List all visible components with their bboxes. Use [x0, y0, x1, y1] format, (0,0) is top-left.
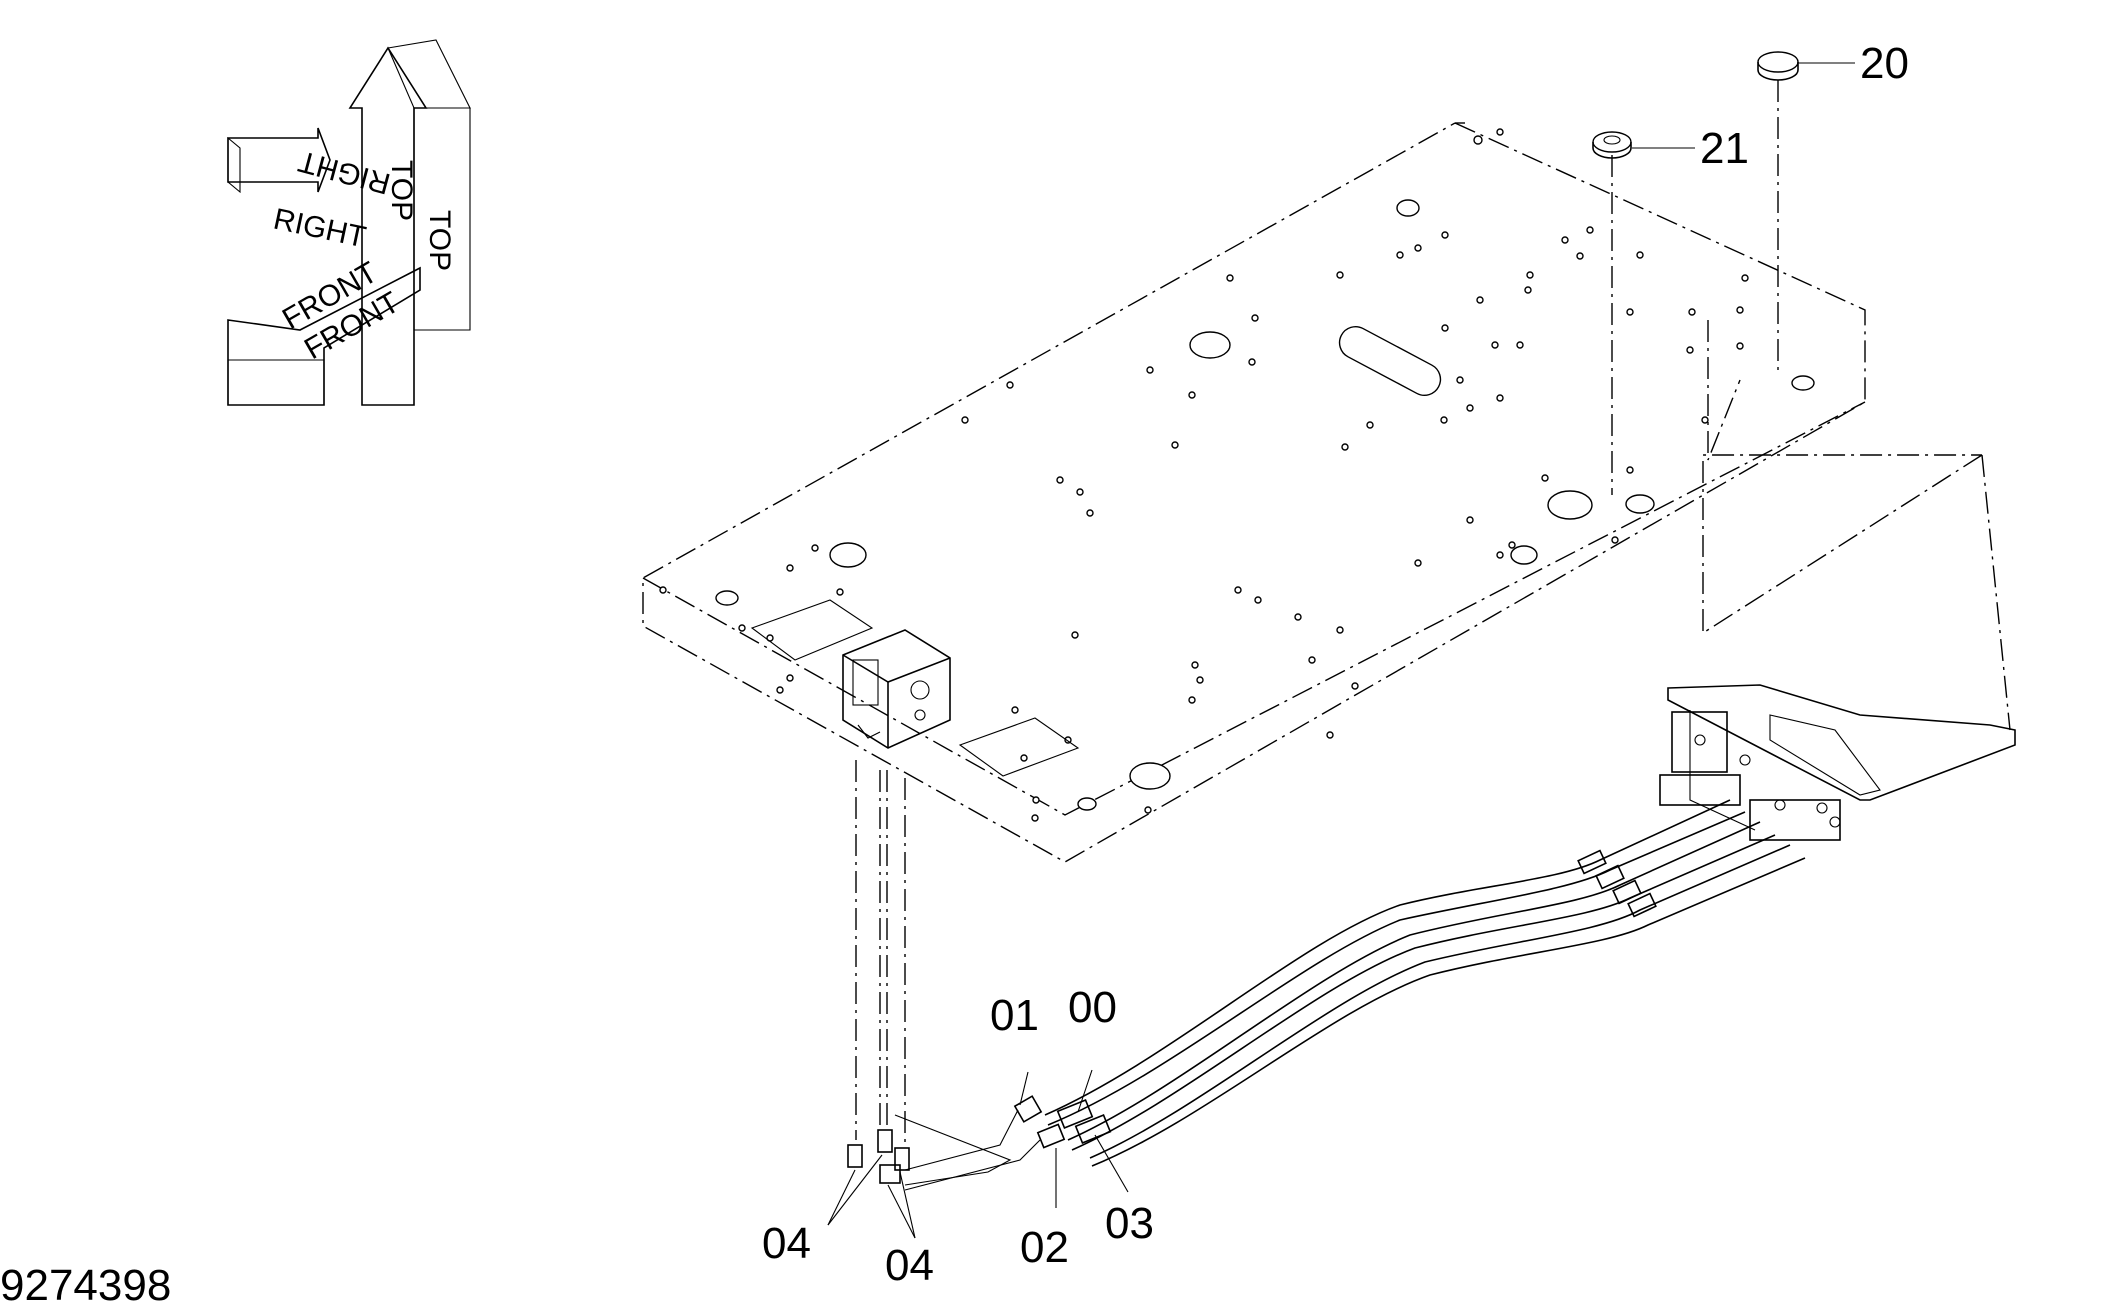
floor-plate: [642, 122, 1866, 863]
orientation-label-top-mirrored: TOP: [423, 210, 456, 271]
plate-cutout: [750, 599, 874, 661]
plate-hole: [1791, 375, 1815, 391]
drawing-reference-number: 9274398: [0, 1261, 171, 1310]
plate-hole: [1510, 545, 1538, 565]
plate-cutout: [958, 717, 1080, 777]
valve-block: [842, 629, 951, 749]
orientation-label-right-mirrored: RIGHT: [295, 144, 394, 200]
orientation-label-top: TOP: [385, 160, 418, 221]
plate-hole: [1189, 331, 1231, 359]
plate-hole: [1396, 199, 1420, 217]
leader-lines: [827, 62, 1855, 1239]
callout-04-right: 04: [885, 1241, 934, 1290]
elbow-fitting: [894, 1147, 910, 1171]
hose-bundle: [847, 799, 1806, 1191]
callout-01: 01: [990, 991, 1039, 1040]
elbow-fitting: [847, 1144, 863, 1168]
plate-hole: [1625, 494, 1655, 514]
plate-small-holes: [659, 128, 1749, 822]
hose-fitting: [1013, 1095, 1043, 1123]
plate-hole: [1547, 490, 1593, 520]
callout-00: 00: [1068, 983, 1117, 1032]
plate-hole: [829, 542, 867, 568]
elbow-fitting: [879, 1164, 901, 1184]
plate-hole: [715, 590, 739, 606]
hose-fitting: [1056, 1098, 1094, 1130]
hose-fitting: [1036, 1123, 1066, 1149]
callout-21: 21: [1700, 124, 1749, 173]
callout-03: 03: [1105, 1199, 1154, 1248]
orientation-indicator: RIGHT RIGHT TOP TOP FRONT FRONT: [227, 39, 471, 406]
plug-20: [1757, 51, 1799, 81]
elbow-fitting: [877, 1129, 893, 1153]
grommet-21: [1592, 131, 1632, 159]
orientation-label-right: RIGHT: [271, 203, 369, 255]
callout-02: 02: [1020, 1223, 1069, 1272]
callout-20: 20: [1860, 39, 1909, 88]
hose-fitting: [1074, 1113, 1112, 1145]
bracket-assembly: [1659, 320, 2016, 841]
plate-hole: [1129, 762, 1171, 790]
guide-lines: [855, 80, 1779, 1145]
plate-slot: [1338, 325, 1442, 397]
callout-04-left: 04: [762, 1219, 811, 1268]
plate-hole: [1077, 797, 1097, 811]
